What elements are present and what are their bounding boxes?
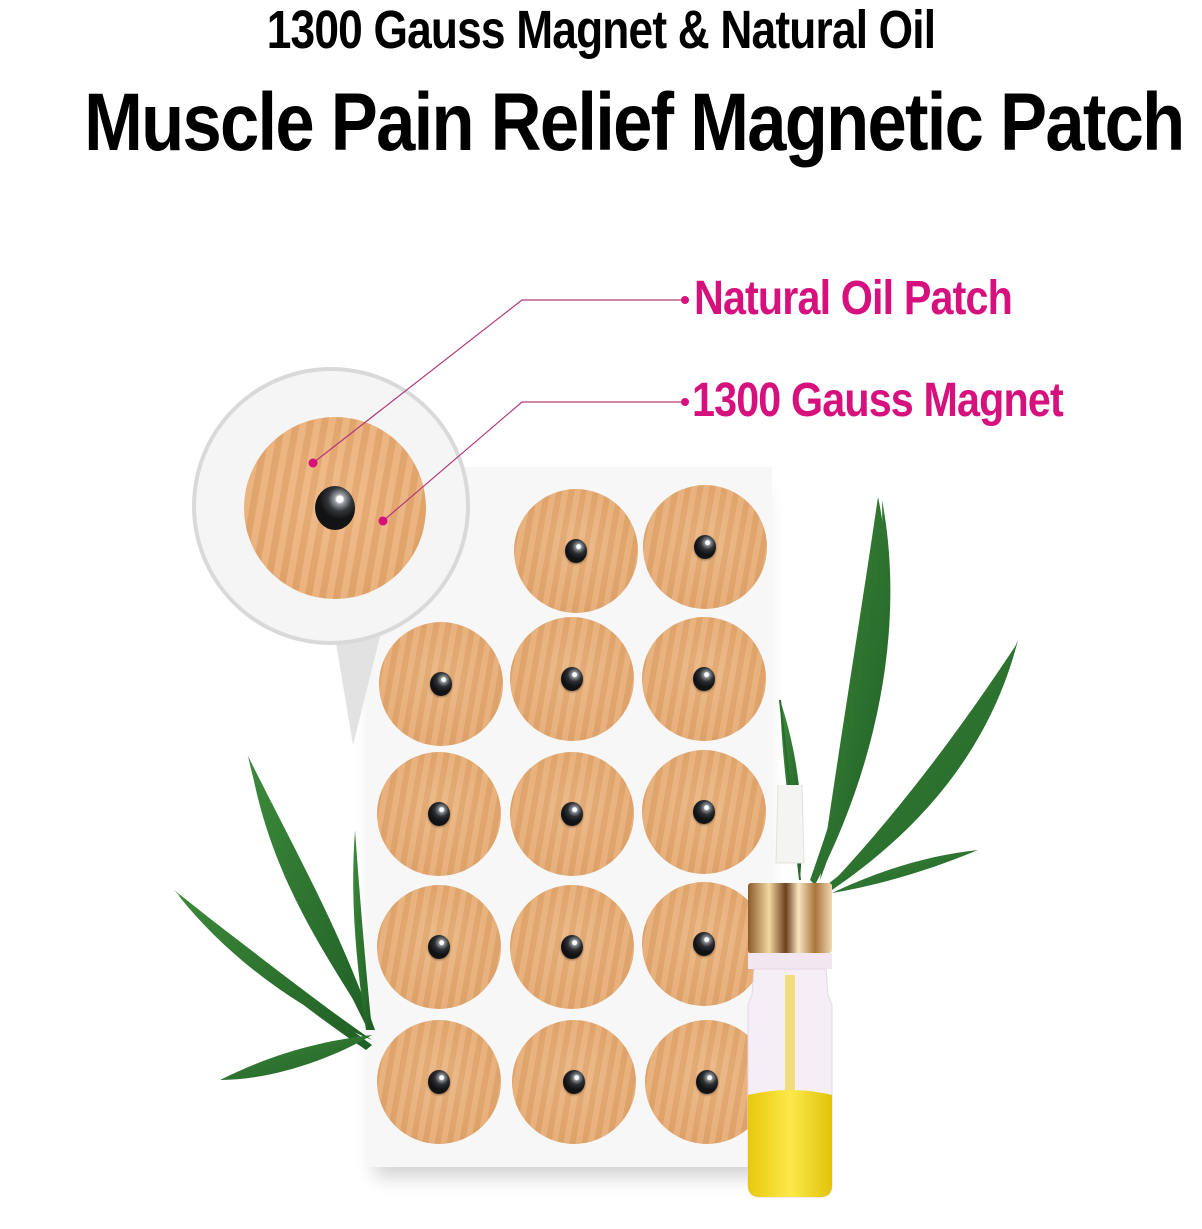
magnet-bead-icon: [693, 800, 715, 824]
patch: [642, 750, 766, 874]
callout-natural-oil-patch: Natural Oil Patch: [694, 272, 1013, 325]
magnet-bead-icon: [428, 1070, 450, 1094]
magnet-bead-icon: [694, 535, 716, 559]
magnet-bead-icon: [561, 667, 583, 691]
magnet-bead-icon: [693, 667, 715, 691]
magnet-bead-icon: [561, 802, 583, 826]
patch: [377, 752, 501, 876]
magnet-bead-icon: [696, 1070, 718, 1094]
patch: [510, 752, 634, 876]
patch: [512, 1020, 636, 1144]
magnet-bead-icon: [430, 672, 452, 696]
magnifier-bubble-icon: [192, 367, 470, 645]
patch: [377, 885, 501, 1009]
patch: [642, 882, 766, 1006]
subtitle: 1300 Gauss Magnet & Natural Oil: [266, 0, 936, 60]
dropper-bottle-icon: [747, 785, 833, 1198]
magnet-bead-icon: [428, 802, 450, 826]
zoomed-magnet-icon: [315, 486, 355, 530]
magnet-bead-icon: [563, 1070, 585, 1094]
patch: [379, 622, 503, 746]
magnet-bead-icon: [693, 932, 715, 956]
patch: [642, 617, 766, 741]
zoomed-patch: [244, 417, 426, 599]
page-title: Muscle Pain Relief Magnetic Patch: [84, 77, 1185, 168]
patch: [510, 617, 634, 741]
magnet-bead-icon: [565, 539, 587, 563]
patch: [510, 885, 634, 1009]
callout-gauss-magnet: 1300 Gauss Magnet: [692, 374, 1064, 427]
magnet-bead-icon: [428, 935, 450, 959]
magnet-bead-icon: [561, 935, 583, 959]
patch: [377, 1020, 501, 1144]
